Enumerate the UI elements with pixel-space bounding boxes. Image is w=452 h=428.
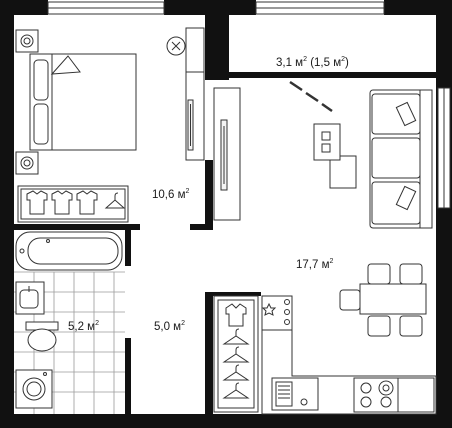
rug [329,155,357,189]
chair [367,263,391,285]
faucet-icon [300,398,308,406]
sofa-seat-3 [371,181,421,225]
counter-end [397,377,435,413]
pillow-top [33,59,49,101]
room-area-bedroom: 10,6 м2 [152,188,189,201]
wall-left-outer [0,0,14,428]
burner-icon [284,319,290,325]
washing-machine-drum-inner [26,381,42,397]
bedroom-furniture [15,27,205,223]
bedroom-wardrobe-clothes [26,190,126,215]
balcony-door-dash-1 [289,80,303,92]
bathtub-inner [27,237,119,265]
wall-bathroom-right-top [125,230,131,266]
table-item [321,131,331,141]
hall-wardrobe [213,295,259,413]
hob-ring [360,382,372,394]
hob-ring [380,396,392,408]
chair [339,289,361,311]
stool-cross-2 [171,41,181,51]
bathroom-sink-bowl [19,289,39,309]
wall-bedroom-bottom-right [190,224,213,230]
bath-tap [46,239,50,243]
balcony-door [289,80,333,113]
wall-balcony-bottom [229,72,436,78]
shirt-icon [26,190,48,215]
hanger-icon [104,192,126,209]
hanger-icon [222,364,250,381]
wall-bedroom-right-lower [205,160,213,226]
chair [367,315,391,337]
bathroom [14,231,125,414]
coffee-table [313,123,341,161]
room-area-balcony: 3,1 м2 (1,5 м2) [276,56,349,69]
wall-wardrobe-left [205,292,213,414]
wall-wardrobe-top [205,292,261,296]
hanger-icon [222,328,250,345]
table-item [321,143,331,153]
chair [399,263,423,285]
wall-bottom-outer [0,414,452,428]
lamp-bottom-inner [23,159,31,167]
wall-top-left [0,0,48,15]
chair [399,315,423,337]
room-area-hallway: 5,0 м2 [154,320,185,333]
shirt-icon [225,303,247,327]
room-area-bathroom: 5,2 м2 [68,320,99,333]
lamp-top-inner [23,37,31,45]
shirt-icon [51,190,73,215]
pillow-bottom [33,103,49,145]
windows [47,1,451,209]
blanket-fold [50,55,81,75]
room-area-living-kitchen: 17,7 м2 [296,258,333,271]
dining-table [359,283,427,315]
sofa-seat-2 [371,137,421,179]
cushion-bottom [395,185,417,211]
wall-bedroom-bottom-left [14,224,140,230]
living-furniture [213,87,437,415]
hanger-icon [222,382,250,399]
wall-top-mid [164,0,256,15]
desk-shelf [185,27,205,73]
wall-bedroom-balcony [205,15,229,80]
washing-machine-knob [43,372,47,376]
burner-icon [284,309,290,315]
star-icon [261,302,277,316]
burner-icon [284,299,290,305]
shirt-icon [76,190,98,215]
toilet-bowl [27,328,57,352]
balcony-door-dash-3 [321,102,333,113]
hob-ring [360,396,372,408]
wall-right-outer [436,0,452,428]
balcony-door-dash-2 [305,91,319,103]
hob-ring-inner [382,384,390,392]
hanger-icon [222,346,250,363]
sofa-back [419,89,433,229]
wall-bathroom-right-bottom [125,338,131,414]
wall-top-right [384,0,452,15]
cushion-top [395,101,417,127]
bath-drain [19,248,25,254]
